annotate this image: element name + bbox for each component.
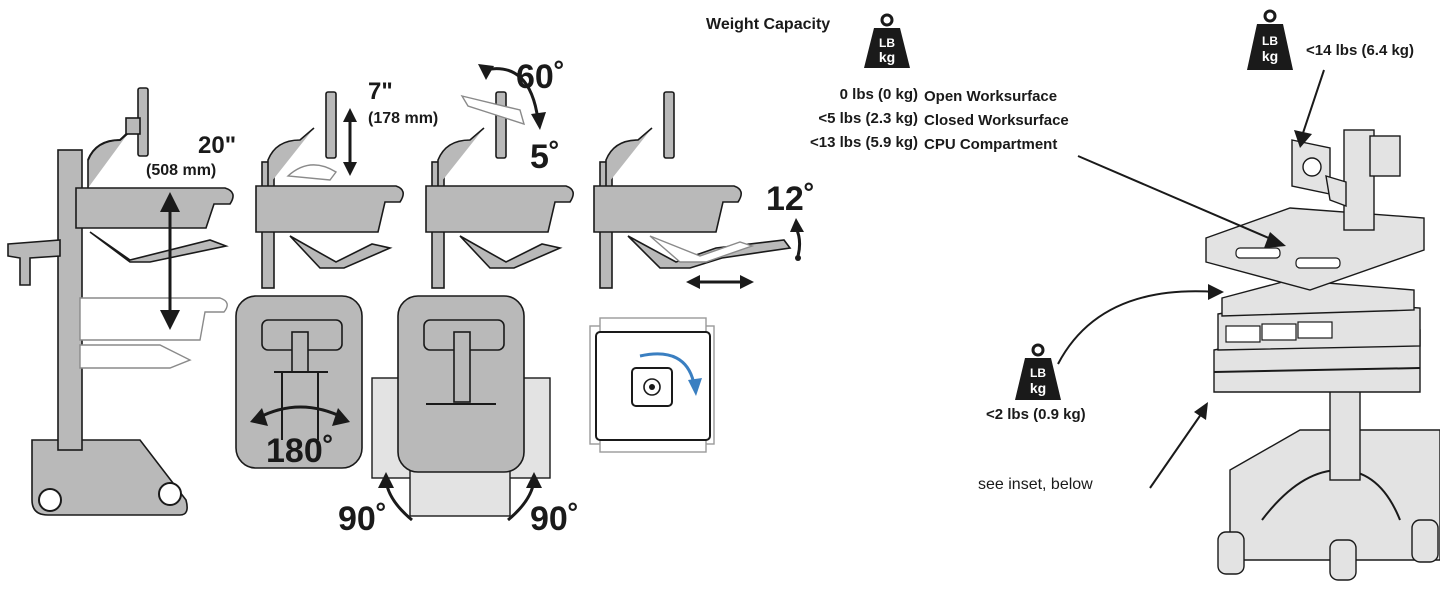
caster-front-left xyxy=(1217,531,1245,575)
monitor-height-panel xyxy=(255,91,404,289)
tilt-up-label: 60˚ xyxy=(516,58,566,96)
panel3-worksurface xyxy=(425,185,574,233)
weight-row-2-location: CPU Compartment xyxy=(924,136,1058,153)
keyboard-slide-panel xyxy=(593,91,804,289)
panel4-worksurface xyxy=(593,185,742,233)
weight-icon-side: LB kg xyxy=(1015,343,1061,400)
rotate-left-label: 90˚ xyxy=(338,500,388,538)
monitor-arm xyxy=(87,127,133,188)
leader-worksurface xyxy=(1077,155,1279,243)
panel2-keyboard xyxy=(289,235,393,269)
panel3-keyboard xyxy=(459,235,563,269)
caster-rear xyxy=(1411,519,1439,563)
panel2-monitor xyxy=(325,91,337,159)
cart-handle xyxy=(7,239,61,286)
weight-row-1-location: Closed Worksurface xyxy=(924,112,1069,129)
monitor-capacity-label: <14 lbs (6.4 kg) xyxy=(1306,42,1414,59)
cart-base xyxy=(31,439,188,516)
weight-icon-main-lb: LB xyxy=(879,36,895,50)
mast-handle xyxy=(1369,135,1401,177)
leader-inset xyxy=(1149,409,1205,489)
rotation-top-view xyxy=(371,295,551,522)
monitor-tilt-panel xyxy=(425,64,574,289)
cart-side-view-height xyxy=(7,87,234,516)
swivel-arc-arrow xyxy=(257,405,345,420)
height-travel-label: 20" xyxy=(198,132,237,159)
lowered-worksurface-ghost xyxy=(79,297,228,341)
panel2-worksurface xyxy=(255,185,404,233)
cart-wheel-left xyxy=(38,488,62,512)
cart-column-perspective xyxy=(1329,389,1361,481)
cart-wheel-right xyxy=(158,482,182,506)
panel3-monitor xyxy=(495,91,507,159)
weight-icon-side-kg: kg xyxy=(1030,380,1046,396)
keyboard-front xyxy=(409,469,511,517)
swivel-label: 180˚ xyxy=(266,432,335,470)
weight-icon-side-lb: LB xyxy=(1030,366,1046,380)
cart-perspective-view xyxy=(1205,129,1440,581)
panel4-keyboard-ghost xyxy=(649,235,755,263)
keyboard-tray xyxy=(89,231,229,263)
monitor-mount xyxy=(125,117,141,135)
weight-row-0-location: Open Worksurface xyxy=(924,88,1058,105)
monitor-height-metric: (178 mm) xyxy=(368,110,439,127)
cart-mast xyxy=(1343,129,1375,231)
keyboard-tilt-arrow xyxy=(794,227,802,257)
caster-front-right xyxy=(1329,539,1357,581)
weight-icon-monitor: LB kg xyxy=(1247,9,1293,70)
swivel-top-view xyxy=(235,295,363,469)
leader-side-capacity xyxy=(1057,290,1217,365)
weight-row-1-value: <5 lbs (2.3 kg) xyxy=(818,110,918,127)
height-travel-metric: (508 mm) xyxy=(146,162,217,179)
weight-icon-main-kg: kg xyxy=(879,49,895,65)
leader-lines xyxy=(1057,69,1325,489)
weight-row-0-value: 0 lbs (0 kg) xyxy=(839,86,918,103)
weight-row-2-value: <13 lbs (5.9 kg) xyxy=(810,134,918,151)
tilt-arc-arrow xyxy=(483,67,540,121)
tilt-down-label: 5˚ xyxy=(530,138,561,176)
panel2-keyboard-stowed xyxy=(286,164,338,181)
keyboard-tray-perspective xyxy=(1221,279,1415,317)
weight-icon-monitor-kg: kg xyxy=(1262,48,1278,64)
height-arrow-down xyxy=(160,310,180,330)
monitor-rotation-arrow xyxy=(639,352,696,385)
inset-note: see inset, below xyxy=(978,476,1093,493)
monitor-rotation-view xyxy=(589,317,715,453)
panel4-keyboard-extended xyxy=(627,235,792,269)
monitor-height-label: 7" xyxy=(368,78,393,105)
side-capacity-label: <2 lbs (0.9 kg) xyxy=(986,406,1086,423)
panel3-monitor-tilted-ghost xyxy=(460,94,526,126)
weight-icon-main: LB kg xyxy=(864,13,910,68)
keyboard-tilt-label: 12˚ xyxy=(766,180,816,218)
lowered-keyboard-ghost xyxy=(79,344,192,369)
height-arrow-up xyxy=(160,192,180,212)
weight-capacity-heading: Weight Capacity xyxy=(706,16,831,33)
worksurface xyxy=(75,187,234,229)
leader-monitor xyxy=(1301,69,1325,137)
rotate-right-label: 90˚ xyxy=(530,500,580,538)
weight-icon-monitor-lb: LB xyxy=(1262,34,1278,48)
panel4-monitor xyxy=(663,91,675,159)
